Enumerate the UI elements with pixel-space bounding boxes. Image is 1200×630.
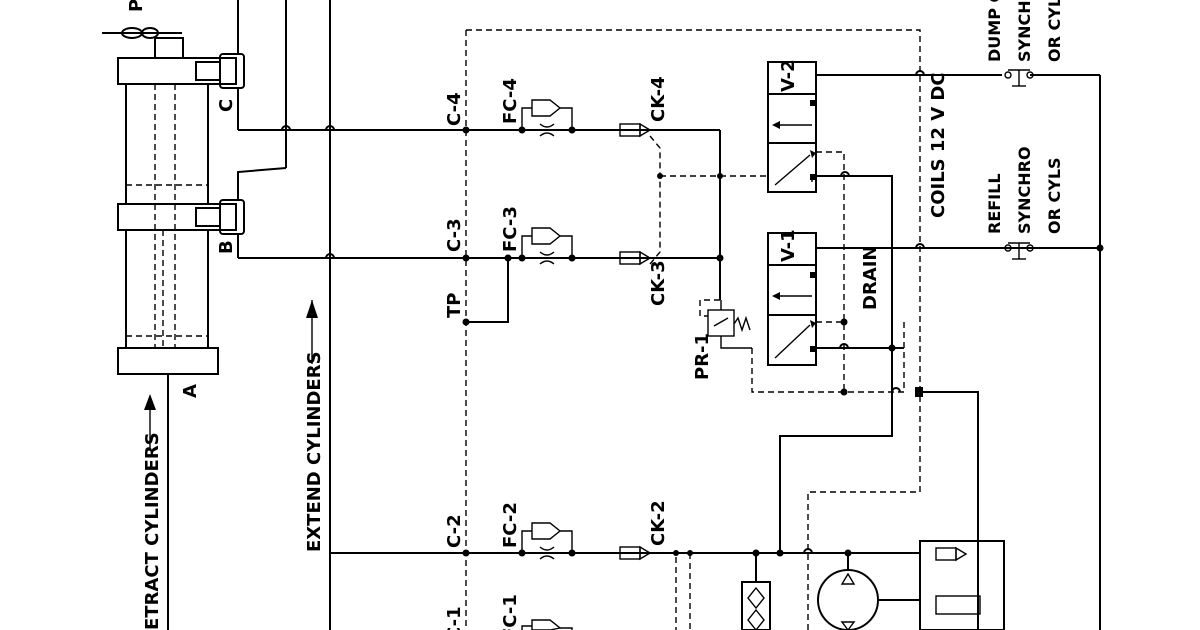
label-fc3: FC-3	[500, 206, 521, 252]
cylinder-rod	[154, 37, 184, 59]
port-c-fitting	[195, 61, 221, 81]
label-p: P	[126, 0, 147, 12]
label-c4: C-4	[444, 92, 465, 126]
flow-control-fc1	[521, 619, 573, 630]
svg-text:EXTEND CYLINDERS: EXTEND CYLINDERS	[304, 351, 325, 552]
label-tp: TP	[444, 293, 465, 318]
label-refill-line2: SYNCHRO	[1015, 146, 1034, 234]
reservoir	[919, 540, 1005, 630]
label-fc2: FC-2	[500, 502, 521, 548]
flow-control-fc3	[518, 227, 576, 265]
label-fc4: FC-4	[500, 78, 521, 124]
check-valve-ck3	[619, 250, 652, 266]
label-drain: DRAIN	[860, 246, 881, 311]
label-a: A	[180, 384, 201, 398]
svg-text:P: P	[126, 0, 147, 12]
label-v2: V-2	[778, 59, 799, 92]
label-refill-line3: OR CYLS	[1045, 157, 1064, 234]
label-c1: C-1	[444, 606, 465, 630]
port-b-fitting	[195, 207, 221, 227]
dump-switch	[1004, 69, 1034, 87]
svg-text:B: B	[216, 240, 237, 254]
label-dump-line2: SYNCH	[1015, 0, 1034, 62]
label-c2: C-2	[444, 514, 465, 548]
svg-text:C: C	[216, 99, 237, 112]
label-refill-line1: REFILL	[985, 173, 1004, 234]
manifold-boundary	[466, 29, 921, 630]
flow-control-fc4	[518, 99, 576, 137]
pump	[817, 553, 920, 630]
flow-control-fc2	[518, 522, 576, 560]
check-valve-ck4	[619, 122, 652, 138]
label-dump-line3: OR CYL	[1045, 0, 1064, 62]
label-coils: COILS 12 V DC	[928, 72, 949, 218]
filter-element	[741, 549, 771, 630]
solenoid-valve-v2	[767, 61, 817, 193]
label-retract-cylinders: ETRACT CYLINDERS	[142, 394, 163, 630]
label-extend-cylinders: EXTEND CYLINDERS	[304, 300, 325, 552]
label-ck4: CK-4	[648, 76, 669, 122]
cylinder-mid-cap	[117, 203, 237, 231]
label-ck2: CK-2	[648, 500, 669, 546]
label-v1: V-1	[778, 229, 799, 262]
check-valve-ck2	[619, 545, 652, 561]
label-pr1: PR-1	[692, 333, 713, 380]
pressure-relief-pr1	[699, 299, 752, 349]
label-ck3: CK-3	[648, 260, 669, 306]
label-b: B	[216, 240, 237, 254]
cylinder-bottom-cap	[117, 347, 219, 375]
label-c3: C-3	[444, 218, 465, 252]
cylinder-assembly	[102, 27, 245, 630]
label-fc1: FC-1	[500, 594, 521, 630]
solenoid-valve-v1	[767, 232, 817, 366]
svg-text:ETRACT CYLINDERS: ETRACT CYLINDERS	[142, 432, 163, 630]
refill-switch	[1004, 242, 1034, 260]
svg-text:A: A	[180, 384, 201, 398]
label-dump-line1: DUMP C	[985, 0, 1004, 62]
label-c: C	[216, 99, 237, 112]
